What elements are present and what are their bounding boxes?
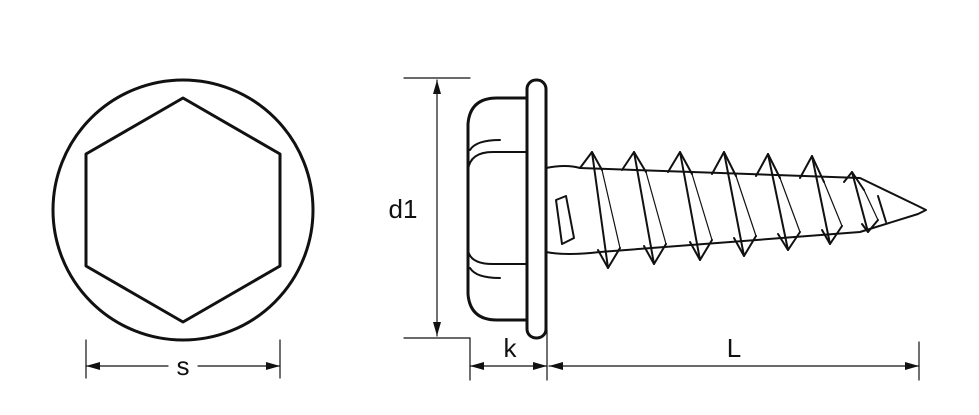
hex-head-outline <box>84 96 282 324</box>
thread-crests-top <box>579 151 865 191</box>
screw-side-view <box>466 78 927 340</box>
hex-head-profile <box>466 96 529 322</box>
dimension-s: s <box>85 339 281 381</box>
dimension-d1: d1 <box>389 77 471 339</box>
thread-back-lines <box>601 169 879 249</box>
hex-head-facet-top <box>467 151 528 171</box>
L-arrow-right <box>905 362 919 370</box>
thread-runout <box>555 195 575 245</box>
thread-helix-lines <box>591 151 887 269</box>
s-arrow-right <box>266 362 280 370</box>
head-top-view <box>51 78 315 342</box>
washer-flange <box>525 78 548 340</box>
dimension-L: L <box>548 333 920 381</box>
d1-label: d1 <box>389 194 418 224</box>
d1-arrow-bottom <box>433 322 441 336</box>
L-arrow-left <box>549 362 563 370</box>
hex-head-facet-bottom <box>467 249 528 265</box>
hex-head-facet-bottom-curve <box>469 267 501 279</box>
k-label: k <box>504 333 518 363</box>
dimension-k: k <box>469 329 548 381</box>
s-label: s <box>177 351 190 381</box>
k-arrow-left <box>470 362 484 370</box>
d1-arrow-top <box>433 80 441 94</box>
k-arrow-right <box>533 362 547 370</box>
s-arrow-left <box>86 362 100 370</box>
shank-outline <box>545 165 927 255</box>
L-label: L <box>727 333 741 363</box>
head-flange-circle <box>51 78 315 342</box>
hex-head-facet-top-curve <box>469 139 501 151</box>
